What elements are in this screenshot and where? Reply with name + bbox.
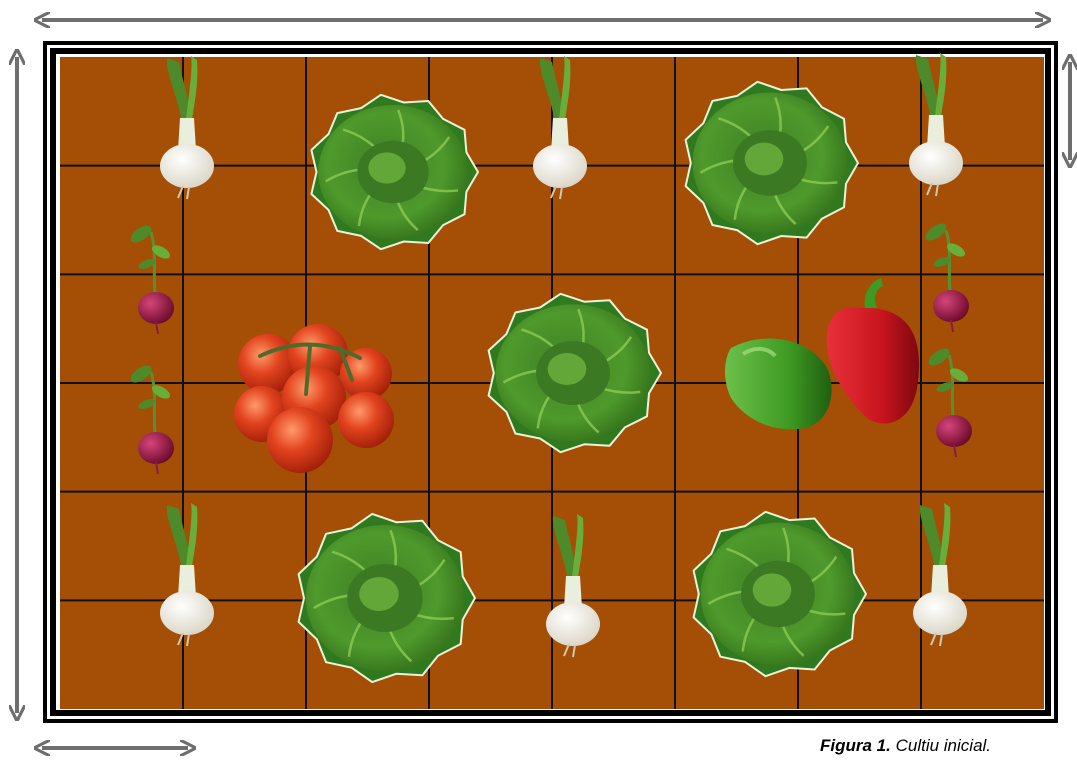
- figure-caption: Figura 1. Cultiu inicial.: [820, 736, 991, 756]
- figure-text: Cultiu inicial.: [896, 736, 991, 755]
- figure-label: Figura 1.: [820, 736, 891, 755]
